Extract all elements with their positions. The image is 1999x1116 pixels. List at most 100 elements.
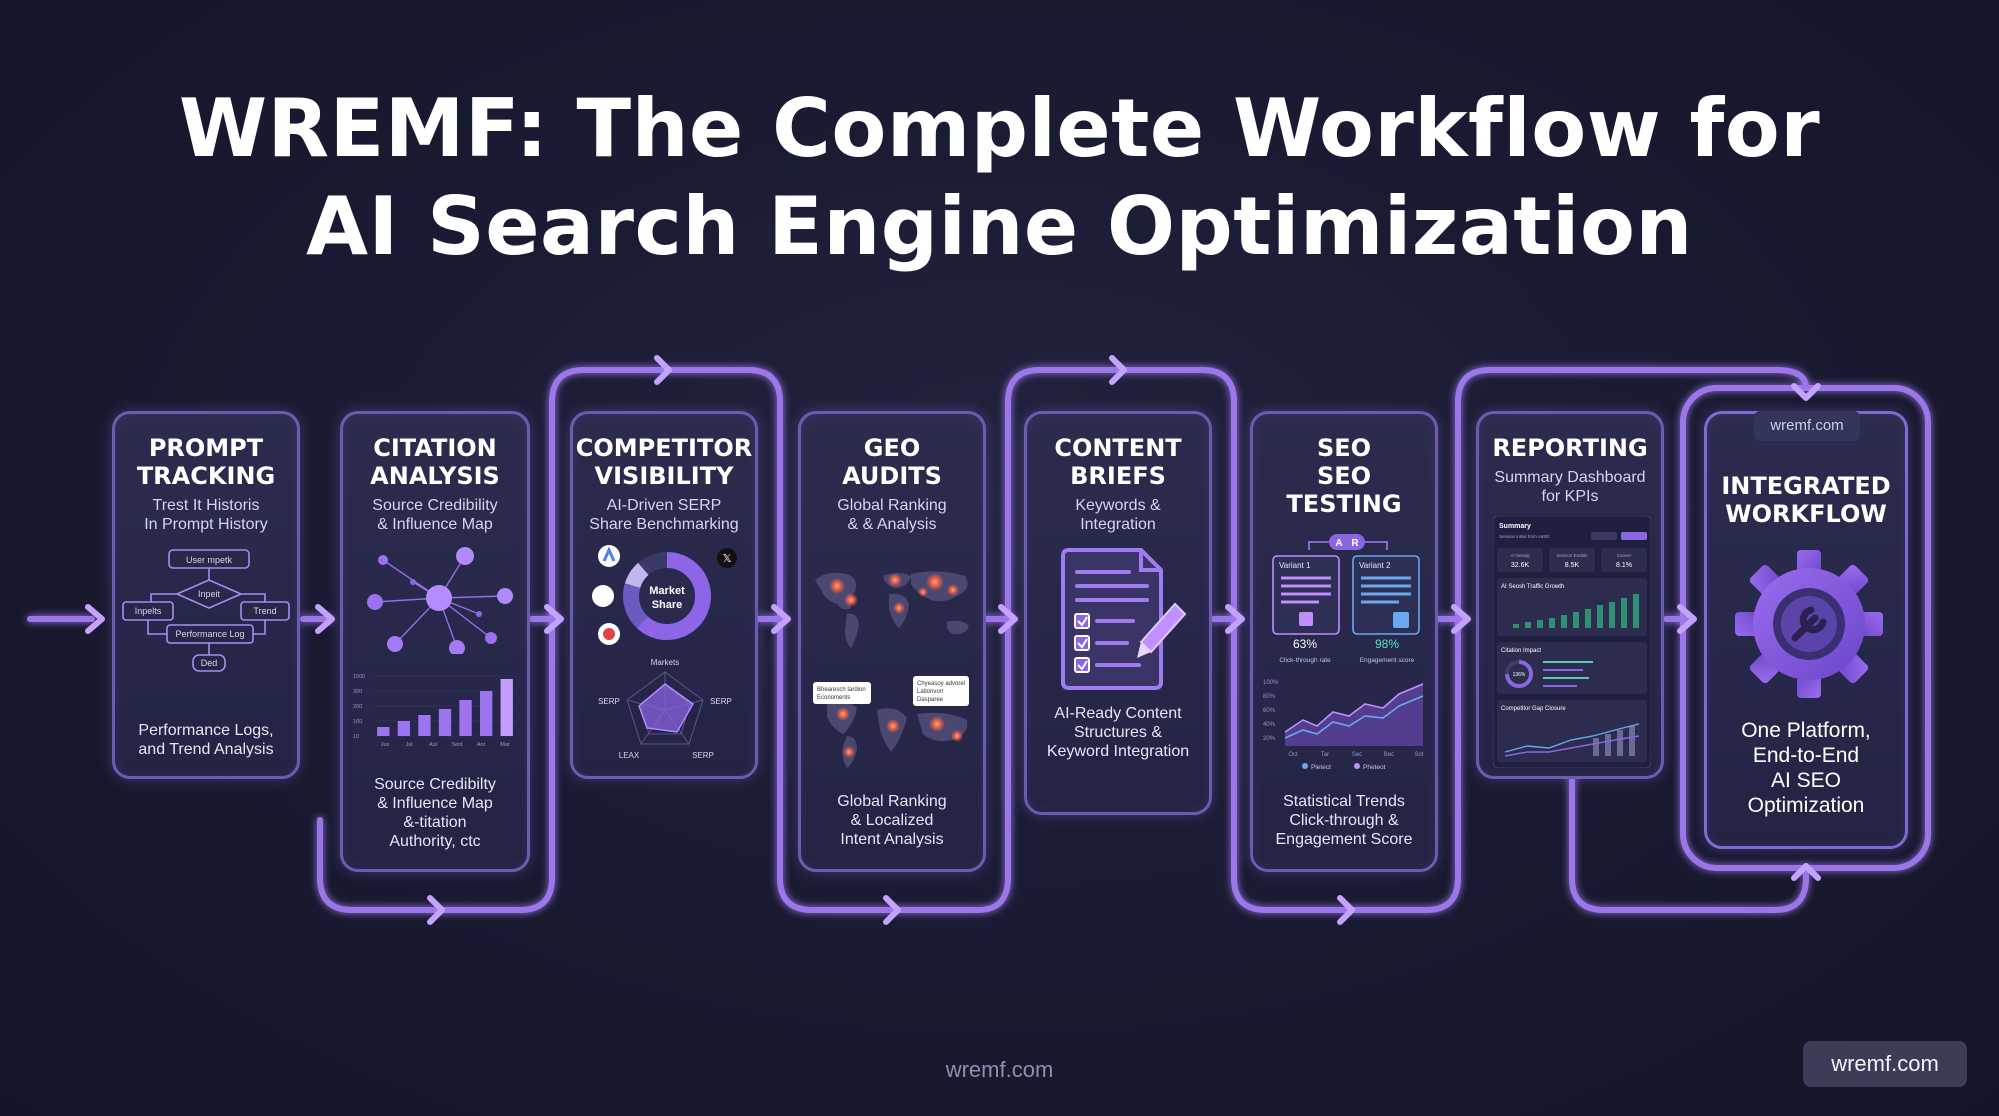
- svg-text:40%: 40%: [1263, 722, 1276, 728]
- ab-badge: [1329, 534, 1365, 550]
- svg-text:Share: Share: [652, 599, 683, 611]
- step-card-citation-analysis[interactable]: CITATION ANALYSIS Source Credibility & I…: [340, 411, 530, 872]
- step-footer: Performance Logs, and Trend Analysis: [138, 722, 274, 758]
- svg-text:Economents: Economents: [817, 695, 850, 701]
- step-title: CITATION ANALYSIS: [370, 434, 500, 490]
- svg-text:Engagement score: Engagement score: [1360, 657, 1415, 664]
- svg-text:Latlonvorr: Latlonvorr: [917, 689, 944, 695]
- flow-node-trend: Trend: [253, 606, 276, 616]
- integrated-url-pill[interactable]: wremf.com: [1754, 411, 1860, 441]
- svg-text:Sec: Sec: [1352, 752, 1362, 758]
- step-footer: One Platform, End-to-End AI SEO Optimiza…: [1741, 719, 1871, 817]
- citation-bar: [438, 709, 452, 736]
- page-title: WREMF: The Complete Workflow for AI Sear…: [0, 80, 1999, 276]
- x-tick-label: Mar: [500, 742, 510, 748]
- step-card-prompt-tracking[interactable]: PROMPT TRACKING Trest It Historis In Pro…: [112, 411, 300, 779]
- title-line-1: WREMF: The Complete Workflow for: [178, 82, 1821, 175]
- step-subtitle: Keywords & Integration: [1075, 497, 1161, 533]
- y-tick-label: 200: [353, 704, 362, 710]
- svg-text:AI Seosh Traffic Growth: AI Seosh Traffic Growth: [1501, 584, 1564, 590]
- flow-node-performance-log: Performance Log: [175, 629, 244, 639]
- svg-text:Click-through rate: Click-through rate: [1279, 657, 1331, 664]
- svg-text:80%: 80%: [1263, 694, 1276, 700]
- svg-text:Pheteot: Pheteot: [1363, 764, 1386, 771]
- step-card-competitor-visibility[interactable]: COMPETITOR VISIBILITY AI-Driven SERP Sha…: [570, 411, 758, 779]
- title-line-2: AI Search Engine Optimization: [306, 180, 1693, 273]
- corner-badge[interactable]: wremf.com: [1803, 1041, 1967, 1087]
- svg-text:Citation Impact: Citation Impact: [1501, 648, 1541, 654]
- y-tick-label: 160: [353, 719, 362, 725]
- svg-text:Tar: Tar: [1321, 752, 1329, 758]
- ab-test-visual: A R Variant 1 Variant 2 63%: [1272, 534, 1420, 651]
- step-card-geo-audits[interactable]: GEO AUDITS Global Ranking & & Analysis: [798, 411, 986, 872]
- footer-url[interactable]: wremf.com: [945, 1057, 1054, 1082]
- geo-tooltip-right: Chyeasoy advorel Latlonvorr Dasparee: [913, 676, 969, 706]
- step-title: REPORTING: [1492, 434, 1648, 462]
- step-card-content-briefs[interactable]: CONTENT BRIEFS Keywords & Integration: [1024, 411, 1212, 815]
- ctr-value: 63%: [1293, 637, 1317, 651]
- world-heatmap-detail: Bhearesch tardion Economents Chyeasoy ad…: [813, 676, 969, 768]
- step-card-seo-testing[interactable]: SEO SEO TESTING A R Variant 1 Variant 2: [1250, 411, 1438, 872]
- svg-text:Dasparee: Dasparee: [917, 697, 944, 703]
- geo-tooltip-left: Bhearesch tardion Economents: [813, 682, 871, 704]
- svg-text:100%: 100%: [1263, 680, 1279, 686]
- step-card-integrated-workflow[interactable]: INTEGRATED WORKFLOW: [1704, 411, 1908, 849]
- step-subtitle: AI-Driven SERP Share Benchmarking: [589, 497, 739, 533]
- y-tick-label: 300: [353, 689, 362, 695]
- svg-text:8.5K: 8.5K: [1565, 562, 1580, 569]
- variant-2-panel: Variant 2: [1352, 555, 1420, 635]
- svg-text:Conver: Conver: [1617, 553, 1632, 558]
- svg-text:60%: 60%: [1263, 708, 1276, 714]
- x-tick-label: Sent: [451, 742, 463, 748]
- flow-node-user: User mpetk: [186, 555, 233, 565]
- svg-text:Competitor Gap Closure: Competitor Gap Closure: [1501, 706, 1566, 712]
- svg-text:Oct: Oct: [1288, 752, 1298, 758]
- x-tick-label: Jux: [381, 742, 390, 748]
- citation-bar: [377, 727, 390, 736]
- svg-text:Bec: Bec: [1384, 752, 1394, 758]
- google-ads-logo: [598, 545, 620, 567]
- x-tick-label: Jul: [405, 742, 412, 748]
- svg-text:LEAX: LEAX: [619, 751, 640, 760]
- svg-text:Session Enable: Session Enable: [1556, 553, 1588, 558]
- step-subtitle: Global Ranking & & Analysis: [837, 497, 947, 533]
- wrench-icon: [1791, 606, 1827, 642]
- svg-text:32.6K: 32.6K: [1511, 562, 1530, 569]
- citation-bar: [459, 700, 472, 736]
- citation-bar: [397, 721, 411, 736]
- flow-node-input: Inpeit: [198, 589, 221, 599]
- svg-text:Pletect: Pletect: [1311, 764, 1331, 771]
- svg-text:Markets: Markets: [651, 658, 679, 667]
- svg-text:R: R: [1351, 538, 1359, 549]
- svg-text:SERP: SERP: [598, 697, 620, 706]
- step-title: INTEGRATED WORKFLOW: [1721, 472, 1891, 528]
- step-title: GEO AUDITS: [842, 434, 942, 490]
- svg-text:Variant 2: Variant 2: [1359, 561, 1391, 570]
- world-heatmap: [815, 571, 969, 648]
- svg-text:𝕏: 𝕏: [723, 552, 732, 565]
- svg-text:Chyeasoy advorel: Chyeasoy advorel: [917, 681, 965, 687]
- svg-text:Market: Market: [649, 585, 685, 597]
- step-footer: Global Ranking & Localized Intent Analys…: [837, 793, 947, 848]
- step-title: CONTENT BRIEFS: [1054, 434, 1182, 490]
- step-card-reporting[interactable]: REPORTING Summary Dashboard for KPIs Sum…: [1476, 411, 1664, 779]
- gear-icon: [1735, 550, 1883, 698]
- step-footer: Source Credibilty & Influence Map &-tita…: [374, 776, 496, 850]
- trend-area-chart: 100% 80% 60% 40% 20% Oct Tar Sec Bec Sot…: [1263, 680, 1424, 771]
- svg-text:8.1%: 8.1%: [1616, 562, 1632, 569]
- influence-network: [367, 547, 513, 654]
- citation-bar: [479, 691, 493, 736]
- x-tick-label: Ant: [477, 742, 486, 748]
- svg-text:AI Sessig: AI Sessig: [1510, 553, 1530, 558]
- step-title: SEO SEO TESTING: [1286, 434, 1402, 518]
- kpi-dashboard: Summary Session initial from A6SE AI Ses…: [1493, 516, 1651, 768]
- svg-text:Bhearesch tardion: Bhearesch tardion: [817, 687, 866, 693]
- step-footer: AI-Ready Content Structures & Keyword In…: [1046, 705, 1190, 760]
- competitor-logo-icon: [592, 585, 614, 607]
- citation-bar: [500, 679, 513, 736]
- svg-text:Session initial from A6SE: Session initial from A6SE: [1499, 534, 1549, 539]
- ab-stat-labels: Click-through rate Engagement score: [1279, 657, 1415, 664]
- content-brief-checklist-icon: [1061, 548, 1187, 690]
- flow-node-end: Ded: [201, 658, 218, 668]
